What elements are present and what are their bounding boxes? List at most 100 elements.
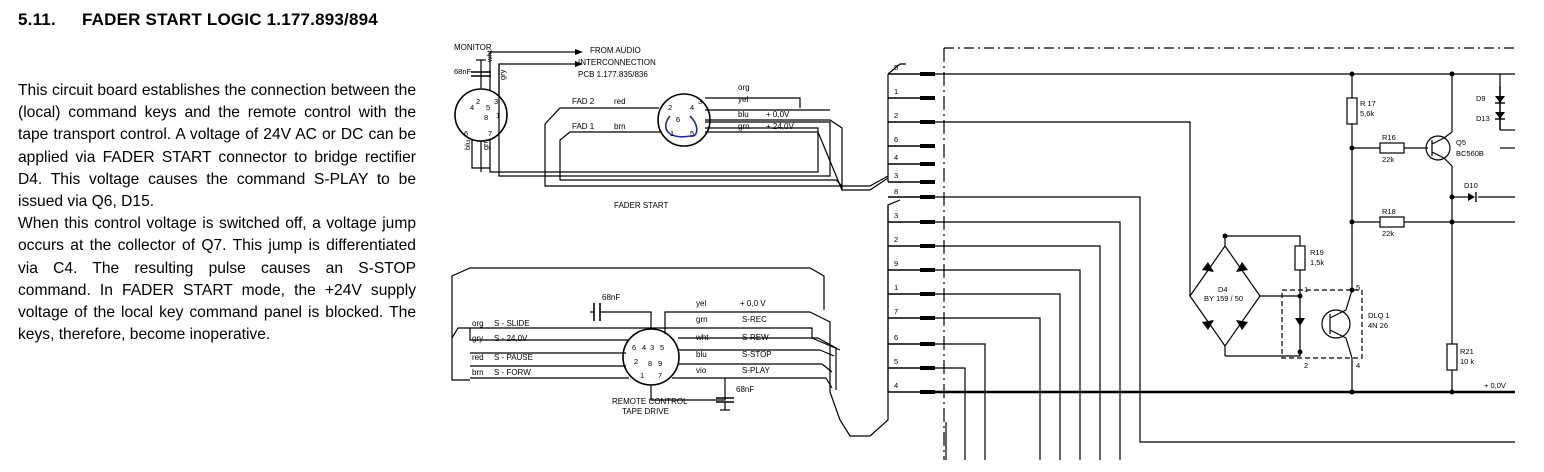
r19-value: 1,5k (1310, 258, 1324, 267)
audio-link-line-1: FROM AUDIO (590, 46, 641, 55)
resistor-r19 (1294, 245, 1306, 271)
remote-cap-bottom: 68nF (736, 385, 754, 394)
r17-name: R 17 (1360, 99, 1376, 108)
remote-pin-1: 1 (640, 371, 644, 380)
fader-right-wire-3: blu (738, 110, 749, 119)
monitor-cap-label: 68nF (454, 67, 472, 76)
r19-name: R19 (1310, 248, 1324, 257)
fader-right-wire-1: org (738, 83, 750, 92)
section-heading: 5.11. FADER START LOGIC 1.177.893/894 (18, 10, 378, 30)
remote-cap-top: 68nF (602, 293, 620, 302)
remote-pin-9: 9 (658, 359, 662, 368)
d10-label: D10 (1464, 181, 1478, 190)
audio-link-line-3: PCB 1.177.835/836 (578, 70, 648, 79)
r17-value: 5,6k (1360, 109, 1374, 118)
remote-pin-5: 5 (660, 343, 664, 352)
connector-pin-label: 6 (894, 333, 898, 342)
connector-pin-label: 5 (894, 357, 898, 366)
remote-right-color-4: blu (696, 350, 707, 359)
audio-link-line-2: INTERCONNECTION (578, 58, 656, 67)
connector-pin-label: 2 (894, 111, 898, 120)
transistor-q5 (1425, 135, 1451, 161)
r16-value: 22k (1382, 155, 1394, 164)
remote-left-signal-3: S - PAUSE (494, 353, 533, 362)
monitor-pin-2: 2 (476, 97, 480, 106)
connector-pin-label: 4 (894, 153, 898, 162)
r21-value: 10 k (1460, 357, 1474, 366)
connector-pin-label: 5 (894, 63, 898, 72)
remote-left-color-2: gry (472, 334, 483, 343)
d4-name: D4 (1218, 285, 1228, 294)
remote-left-signal-1: S - SLIDE (494, 319, 530, 328)
monitor-pin-3: 3 (494, 97, 498, 106)
remote-right-color-3: wht (695, 333, 709, 342)
fader-pin-6: 6 (676, 115, 680, 124)
monitor-pin-7: 7 (488, 129, 492, 138)
d4-value: BY 159 / 50 (1204, 294, 1243, 303)
connector-pin-label: 9 (894, 259, 898, 268)
fader-right-wire-2: yel (738, 95, 748, 104)
resistor-r16 (1379, 142, 1405, 154)
d13-label: D13 (1476, 114, 1490, 123)
fader-pin-5: 5 (690, 129, 694, 138)
connector-pin-label: 4 (894, 381, 898, 390)
fader-wire-name-1: FAD 2 (572, 97, 595, 106)
monitor-wire-wht: wht (485, 49, 494, 63)
resistor-r18 (1379, 216, 1405, 228)
remote-left-color-3: red (472, 353, 484, 362)
description-paragraph-1: This circuit board establishes the conne… (18, 82, 416, 211)
connector-pin-label: 2 (894, 235, 898, 244)
connector-pin-label: 3 (894, 211, 898, 220)
remote-pin-2: 2 (634, 357, 638, 366)
monitor-pin-1: 1 (496, 111, 500, 120)
monitor-pin-4: 4 (470, 103, 474, 112)
fader-pin-3: 3 (698, 97, 702, 106)
remote-pin-8: 8 (648, 359, 652, 368)
opto-pin-label: 5 (1356, 283, 1360, 292)
description-paragraph-2: When this control voltage is switched of… (18, 215, 416, 344)
remote-pin-6: 6 (632, 343, 636, 352)
rail-label: + 0,0V (1484, 381, 1506, 390)
fader-start-connector (657, 93, 711, 147)
fader-wire-color-2: brn (614, 122, 626, 131)
monitor-wire-gry: gry (498, 69, 507, 80)
remote-left-color-1: org (472, 319, 484, 328)
monitor-wire-grn: grn (481, 139, 490, 150)
monitor-pin-8: 8 (484, 113, 488, 122)
r18-name: R18 (1382, 207, 1396, 216)
r21-name: R21 (1460, 347, 1474, 356)
connector-pin-label: 3 (894, 171, 898, 180)
monitor-pin-6: 6 (464, 129, 468, 138)
remote-label-line-2: TAPE DRIVE (622, 407, 669, 416)
section-title: FADER START LOGIC 1.177.893/894 (82, 10, 378, 29)
remote-right-signal-2: S-REC (742, 315, 767, 324)
remote-left-color-4: brn (472, 368, 484, 377)
fader-right-wire-4: grn (738, 122, 750, 131)
opto-pin-label: 1 (1304, 285, 1308, 294)
remote-right-color-2: grn (696, 315, 708, 324)
monitor-wire-blu: blu (463, 140, 472, 150)
fader-pin-2: 2 (668, 103, 672, 112)
fader-pin-1: 1 (670, 129, 674, 138)
section-number: 5.11. (18, 10, 56, 29)
optocoupler-dlq1 (1281, 289, 1363, 359)
opto-pin-label: 2 (1304, 361, 1308, 370)
connector-pin-label: 1 (894, 283, 898, 292)
fader-wire-color-1: red (614, 97, 626, 106)
resistor-r17 (1346, 97, 1358, 125)
remote-pin-4: 4 (642, 343, 646, 352)
dlq1-name: DLQ 1 (1368, 311, 1390, 320)
remote-right-signal-3: S-REW (742, 333, 769, 342)
fader-start-label: FADER START (614, 201, 668, 210)
q5-value: BC560B (1456, 149, 1484, 158)
connector-pin-label: 1 (894, 87, 898, 96)
r16-name: R16 (1382, 133, 1396, 142)
fader-pin-4: 4 (690, 103, 694, 112)
remote-label-line-1: REMOTE CONTROL (612, 397, 688, 406)
q5-name: Q5 (1456, 138, 1466, 147)
d9-label: D9 (1476, 94, 1486, 103)
remote-left-signal-4: S - FORW (494, 368, 531, 377)
monitor-label: MONITOR (454, 43, 492, 52)
fader-wire-name-2: FAD 1 (572, 122, 595, 131)
